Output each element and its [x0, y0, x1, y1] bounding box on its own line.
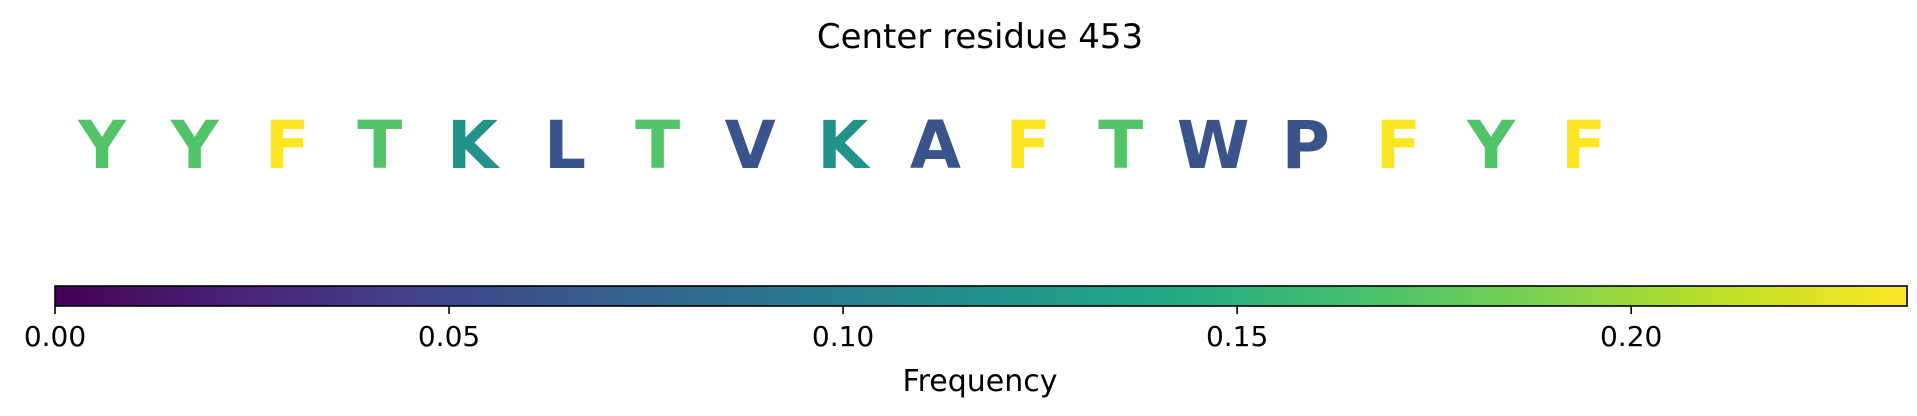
colorbar-tick-label-3: 0.15 — [1206, 320, 1268, 353]
colorbar-tick-label-2: 0.10 — [812, 320, 874, 353]
residue-16: F — [1561, 107, 1606, 184]
residue-15: Y — [1466, 107, 1516, 184]
residue-13: P — [1282, 107, 1330, 184]
residue-8: K — [817, 107, 871, 184]
residue-6: T — [635, 107, 680, 184]
chart-title: Center residue 453 — [817, 17, 1143, 57]
residue-10: F — [1005, 107, 1050, 184]
residue-11: T — [1098, 107, 1143, 184]
residue-7: V — [725, 107, 776, 184]
residue-5: L — [544, 107, 586, 184]
colorbar-tick-label-1: 0.05 — [418, 320, 480, 353]
residue-2: F — [265, 107, 310, 184]
residue-0: Y — [77, 107, 127, 184]
colorbar-ticks: 0.00 0.05 0.10 0.15 0.20 — [24, 306, 1662, 353]
residue-3: T — [357, 107, 402, 184]
colorbar-tick-label-4: 0.20 — [1600, 320, 1662, 353]
colorbar-tick-label-0: 0.00 — [24, 320, 86, 353]
residue-1: Y — [170, 107, 220, 184]
residue-12: W — [1177, 107, 1250, 184]
colorbar-label: Frequency — [903, 364, 1058, 399]
residue-4: K — [447, 107, 501, 184]
residue-14: F — [1376, 107, 1421, 184]
residue-9: A — [910, 107, 961, 184]
colorbar — [54, 285, 1908, 307]
